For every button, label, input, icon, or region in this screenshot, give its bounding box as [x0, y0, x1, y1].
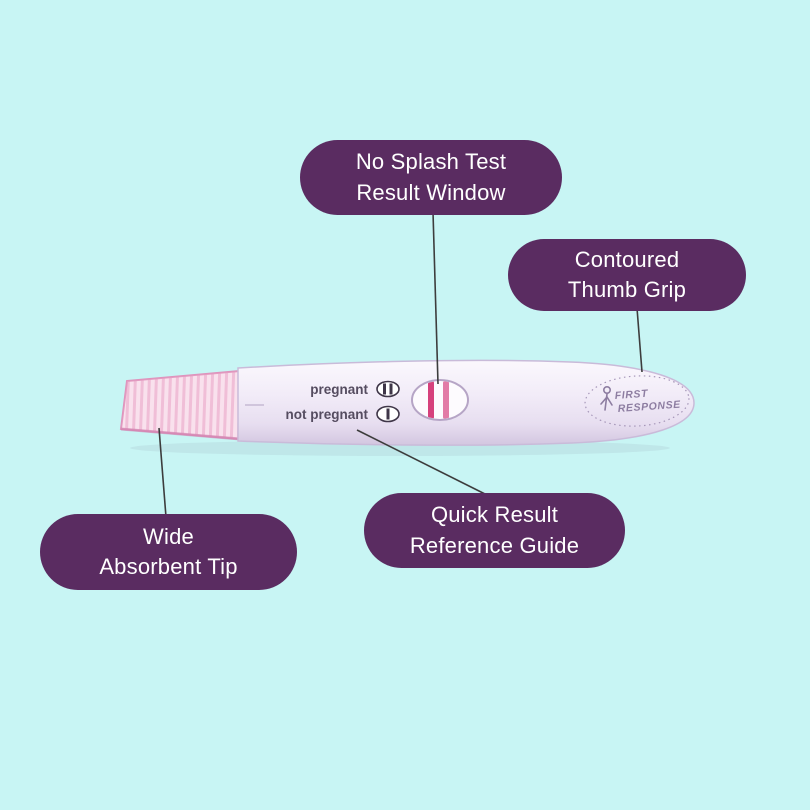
result-line-left: [428, 381, 434, 419]
connector-thumb-grip: [636, 307, 643, 373]
tip-cap-edge: [120, 427, 241, 441]
result-window: [411, 379, 469, 421]
connector-reference-guide: [356, 429, 490, 497]
absorbent-tip: [119, 369, 241, 441]
callout-reference-guide: Quick Result Reference Guide: [364, 493, 625, 568]
callout-result-window: No Splash Test Result Window: [300, 140, 562, 215]
test-body: pregnant not pregnant: [237, 359, 695, 446]
result-window-frame: [411, 379, 469, 421]
pregnant-indicator-icon: [376, 380, 400, 398]
callout-thumb-grip-line1: Contoured: [574, 246, 680, 272]
callout-absorbent-tip-line2: Absorbent Tip: [99, 554, 238, 579]
pregnant-label: pregnant: [310, 382, 368, 397]
brand-line1: FIRST: [614, 388, 649, 402]
brand-line2: RESPONSE: [617, 399, 681, 415]
callout-thumb-grip: Contoured Thumb Grip: [508, 239, 746, 311]
not-pregnant-label: not pregnant: [286, 407, 369, 422]
callout-absorbent-tip: Wide Absorbent Tip: [40, 514, 297, 590]
callout-reference-guide-line2: Reference Guide: [409, 532, 580, 558]
connector-lines: [158, 211, 643, 518]
callout-thumb-grip-line2: Thumb Grip: [567, 277, 687, 302]
connector-result-window: [432, 211, 439, 385]
callout-result-window-line1: No Splash Test: [355, 149, 507, 175]
callout-absorbent-tip-line1: Wide: [143, 523, 194, 549]
callout-result-window-line2: Result Window: [356, 179, 506, 205]
result-line-right: [443, 381, 449, 419]
not-pregnant-indicator-icon: [376, 405, 400, 423]
thumb-grip: FIRST RESPONSE: [584, 375, 690, 427]
brand-figure-icon: [600, 385, 613, 411]
callout-reference-guide-line1: Quick Result: [430, 502, 559, 528]
connector-absorbent-tip: [158, 427, 167, 518]
tip-cap-overlay: [121, 371, 240, 439]
thumb-grip-dotted-outline: [584, 375, 690, 427]
